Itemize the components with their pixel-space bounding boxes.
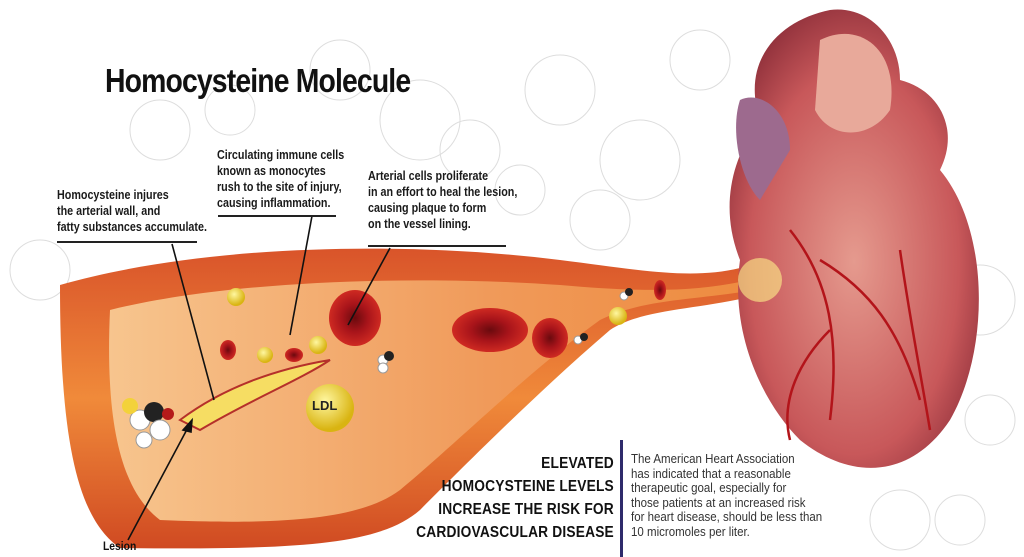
callout-line: rush to the site of injury, [217, 180, 342, 194]
red-blood-cells [220, 280, 666, 362]
note-line: 10 micromoles per liter. [631, 524, 750, 539]
note-line: has indicated that a reasonable [631, 466, 791, 481]
headline-line: ELEVATED [541, 455, 614, 472]
callout-plaque: Arterial cells proliferate in an effort … [368, 168, 517, 232]
note-line: those patients at an increased risk [631, 495, 806, 510]
callout-line: on the vessel lining. [368, 217, 471, 231]
fatty-particles [227, 288, 627, 432]
ldl-label: LDL [312, 398, 338, 413]
callout-line: causing plaque to form [368, 201, 487, 215]
headline-line: INCREASE THE RISK FOR [438, 501, 614, 518]
callout-underline [218, 215, 336, 217]
homocysteine-molecules [122, 288, 633, 449]
headline-line: HOMOCYSTEINE LEVELS [441, 478, 614, 495]
note-line: for heart disease, should be less than [631, 510, 823, 524]
headline: ELEVATED HOMOCYSTEINE LEVELS INCREASE TH… [416, 452, 614, 544]
heart [729, 9, 979, 468]
pointer-lines [127, 215, 391, 541]
lesion-plaque [178, 359, 331, 432]
background-rings [9, 29, 1016, 551]
callout-underline [368, 245, 506, 247]
callout-arterial-injury: Homocysteine injures the arterial wall, … [57, 187, 207, 235]
callout-line: the arterial wall, and [57, 204, 161, 218]
aha-note: The American Heart Association has indic… [631, 452, 822, 539]
ldl-particle [306, 384, 354, 432]
divider [620, 440, 623, 557]
callout-line: in an effort to heal the lesion, [368, 185, 518, 199]
callout-underline [57, 241, 197, 243]
headline-line: CARDIOVASCULAR DISEASE [416, 524, 614, 541]
callout-line: fatty substances accumulate. [57, 220, 207, 234]
lesion-label: Lesion [103, 539, 137, 553]
page-title: Homocysteine Molecule [105, 62, 411, 99]
note-line: The American Heart Association [631, 452, 795, 466]
callout-line: Homocysteine injures [57, 188, 169, 202]
callout-line: known as monocytes [217, 164, 326, 178]
callout-line: Circulating immune cells [217, 148, 345, 162]
note-line: therapeutic goal, especially for [631, 481, 787, 495]
artery-lumen [109, 280, 743, 522]
callout-line: Arterial cells proliferate [368, 169, 489, 183]
callout-line: causing inflammation. [217, 196, 331, 210]
callout-monocytes: Circulating immune cells known as monocy… [217, 147, 344, 211]
